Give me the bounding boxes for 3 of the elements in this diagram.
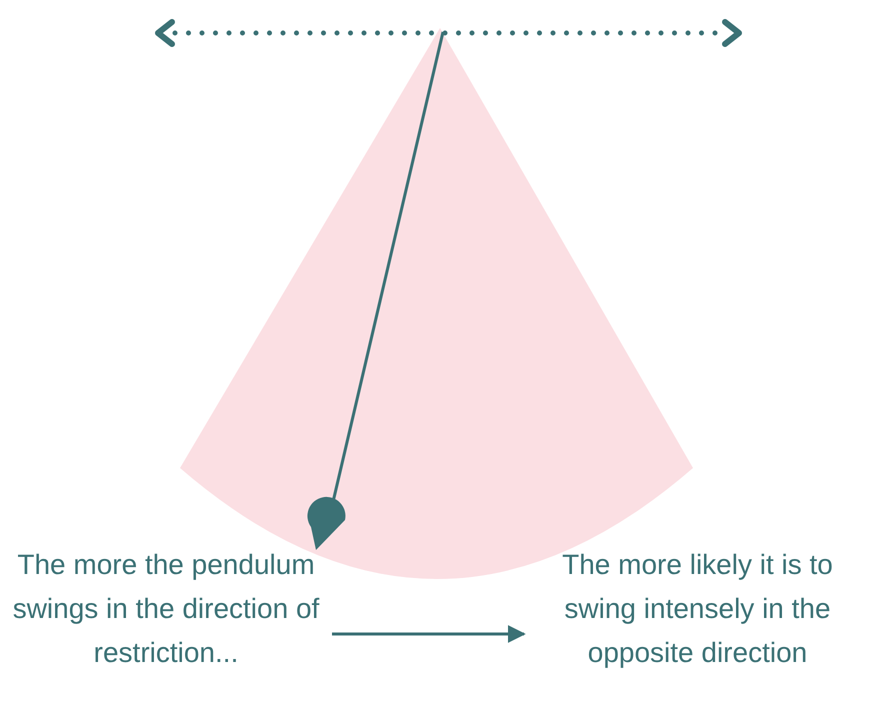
arrow bbox=[332, 625, 526, 643]
caption-text: The more likely it is to swing intensely in the opposite direction bbox=[561, 548, 834, 670]
caption-text: The more the pendulum swings in the direction of restriction... bbox=[12, 548, 320, 670]
